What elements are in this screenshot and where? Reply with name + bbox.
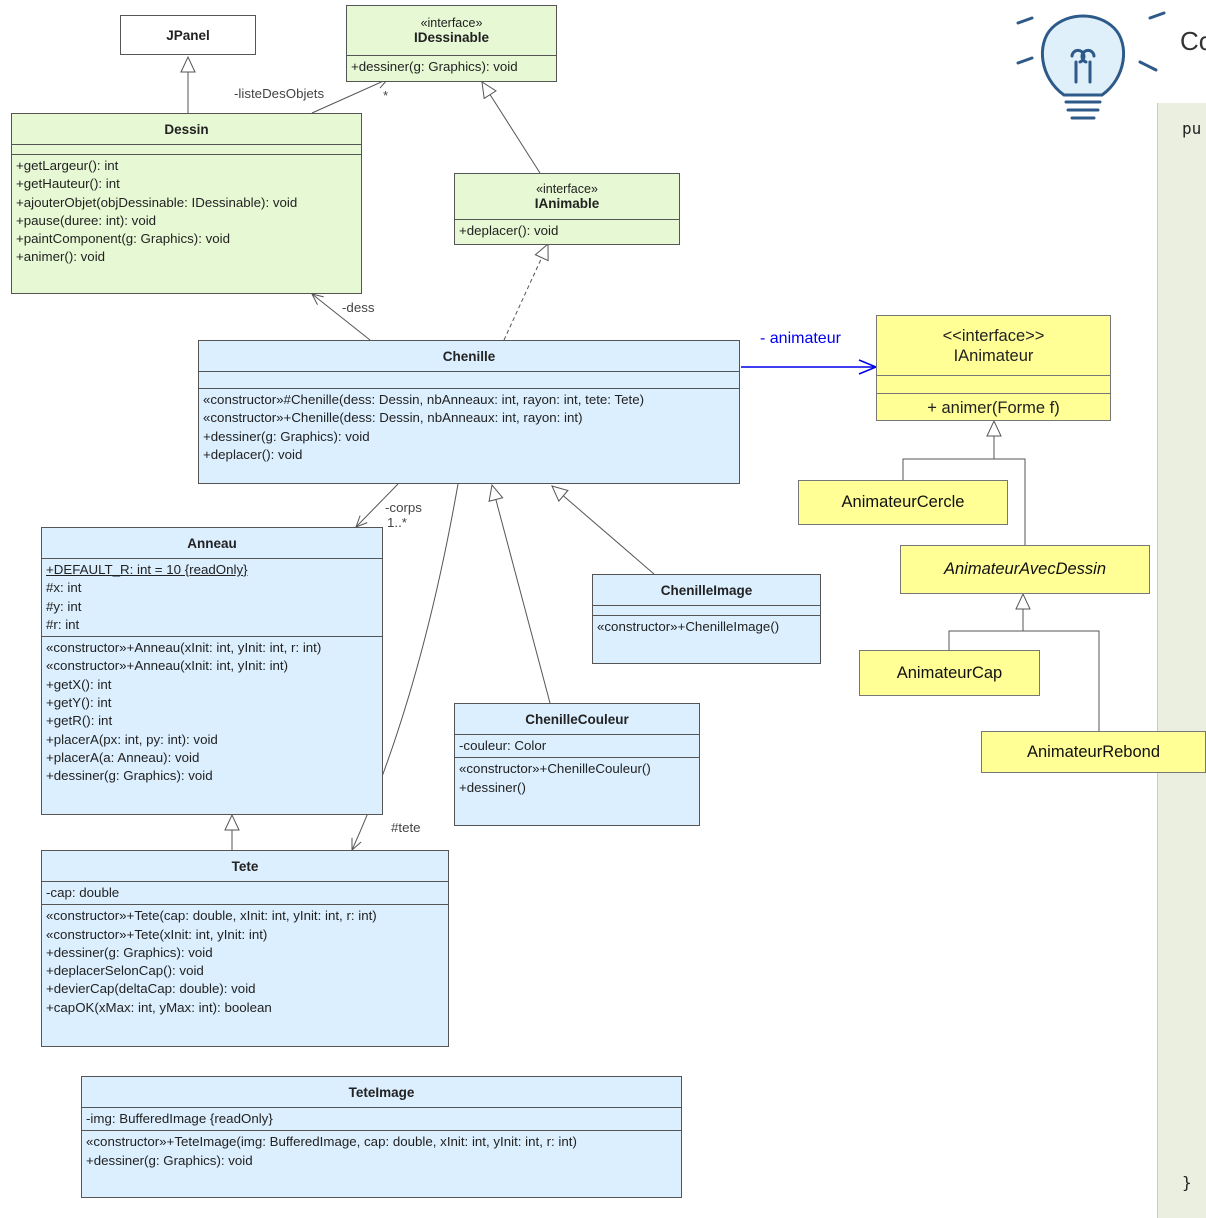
class-ianimateur: <<interface>> IAnimateur + animer(Forme … (876, 315, 1111, 421)
method: +placerA(a: Anneau): void (46, 749, 200, 765)
stereotype-label: <<interface>> (942, 326, 1045, 345)
method: «constructor»+Anneau(xInit: int, yInit: … (46, 640, 322, 656)
chenillecouleur-extends-chenille (488, 483, 551, 704)
class-chenillecouleur: ChenilleCouleur -couleur: Color «constru… (454, 703, 700, 826)
method: +dessiner(g: Graphics): void (351, 59, 518, 74)
method: +getX(): int (46, 676, 112, 692)
class-tete-name: Tete (42, 851, 448, 882)
attribute: -img: BufferedImage {readOnly} (86, 1111, 273, 1126)
animateurcercle-implements (902, 419, 1002, 480)
animateurcap-extends (948, 592, 1031, 650)
code-line-end: } (1182, 1173, 1192, 1192)
label-tete: #tete (391, 820, 421, 835)
class-chenillecouleur-name: ChenilleCouleur (455, 704, 699, 735)
class-chenilleimage: ChenilleImage «constructor»+ChenilleImag… (592, 574, 821, 664)
method: «constructor»+Anneau(xInit: int, yInit: … (46, 658, 289, 674)
method: +dessiner(g: Graphics): void (203, 428, 370, 444)
method: +getR(): int (46, 713, 113, 729)
method: +ajouterObjet(objDessinable: IDessinable… (16, 194, 298, 210)
method: «constructor»+TeteImage(img: BufferedIma… (86, 1134, 577, 1150)
attribute: #x: int (46, 580, 82, 596)
chenille-corps-assoc (355, 483, 399, 528)
method: +paintComponent(g: Graphics): void (16, 231, 230, 247)
method: +dessiner(g: Graphics): void (46, 768, 213, 784)
class-idessinable: «interface» IDessinable +dessiner(g: Gra… (346, 5, 557, 82)
class-teteimage: TeteImage -img: BufferedImage {readOnly}… (81, 1076, 682, 1198)
attribute: -cap: double (46, 885, 120, 900)
class-anneau-name: Anneau (42, 528, 382, 559)
code-line-start: pu (1182, 119, 1202, 138)
class-jpanel: JPanel (120, 15, 256, 55)
tip-title: Co (1180, 26, 1206, 56)
method: «constructor»#Chenille(dess: Dessin, nbA… (203, 392, 645, 407)
label-dess: -dess (342, 300, 375, 315)
chenille-dess-assoc (311, 293, 371, 341)
lightbulb-icon (1016, 11, 1166, 120)
class-dessin-name: Dessin (12, 114, 361, 145)
attribute: -couleur: Color (459, 738, 547, 753)
method: +deplacerSelonCap(): void (46, 963, 204, 979)
animateurrebond-extends (1023, 630, 1100, 731)
dessin-listedesobjets-assoc (311, 78, 390, 114)
chenilleimage-extends-chenille (551, 485, 655, 575)
class-jpanel-name: JPanel (166, 27, 210, 43)
method: «constructor»+Chenille(dess: Dessin, nbA… (203, 410, 583, 426)
class-animateuravecdessin: AnimateurAvecDessin (900, 545, 1150, 594)
class-animateurcercle: AnimateurCercle (798, 480, 1008, 525)
method: +deplacer(): void (203, 446, 303, 462)
method: +devierCap(deltaCap: double): void (46, 981, 256, 997)
animateuravecdessin-implements (994, 458, 1026, 545)
method: +dessiner(g: Graphics): void (46, 944, 213, 960)
class-anneau: Anneau +DEFAULT_R: int = 10 {readOnly} #… (41, 527, 383, 815)
label-listedesobjets: -listeDesObjets (234, 86, 325, 101)
method: +dessiner(g: Graphics): void (86, 1152, 253, 1168)
code-panel: pu } (1157, 103, 1206, 1218)
method: +getLargeur(): int (16, 158, 119, 173)
method: «constructor»+Tete(xInit: int, yInit: in… (46, 926, 268, 942)
method: +deplacer(): void (459, 223, 559, 238)
label-animateur: - animateur (760, 330, 841, 347)
stereotype-label: «interface» (420, 16, 483, 30)
method: + animer(Forme f) (927, 398, 1060, 417)
label-multiplicity-star: * (383, 88, 389, 103)
attribute: +DEFAULT_R: int = 10 {readOnly} (46, 562, 248, 577)
ianimable-extends-idessinable (481, 81, 541, 174)
label-corps-multiplicity: 1..* (387, 515, 407, 530)
method: +placerA(px: int, py: int): void (46, 731, 218, 747)
class-animateurrebond: AnimateurRebond (981, 731, 1206, 773)
method: +capOK(xMax: int, yMax: int): boolean (46, 999, 272, 1015)
method: +animer(): void (16, 249, 106, 265)
class-dessin: Dessin +getLargeur(): int +getHauteur():… (11, 113, 362, 294)
attribute: #y: int (46, 598, 82, 614)
attribute: #r: int (46, 616, 80, 632)
method: +getY(): int (46, 695, 112, 711)
method: «constructor»+ChenilleImage() (597, 619, 780, 634)
class-tete: Tete -cap: double «constructor»+Tete(cap… (41, 850, 449, 1047)
class-teteimage-name: TeteImage (82, 1077, 681, 1108)
class-chenille-name: Chenille (199, 341, 739, 372)
class-ianimateur-name: IAnimateur (953, 346, 1034, 365)
label-corps: -corps (385, 500, 422, 515)
class-animateurcap: AnimateurCap (859, 650, 1040, 696)
method: «constructor»+Tete(cap: double, xInit: i… (46, 908, 377, 924)
method: +pause(duree: int): void (16, 212, 157, 228)
class-ianimable: «interface» IAnimable +deplacer(): void (454, 173, 680, 245)
class-ianimable-name: IAnimable (534, 196, 600, 211)
chenille-realizes-ianimable (503, 242, 549, 341)
class-chenille: Chenille «constructor»#Chenille(dess: De… (198, 340, 740, 484)
stereotype-label: «interface» (536, 182, 598, 196)
method: +getHauteur(): int (16, 176, 120, 192)
method: +dessiner() (459, 779, 526, 795)
class-idessinable-name: IDessinable (413, 30, 490, 45)
method: «constructor»+ChenilleCouleur() (459, 761, 651, 777)
class-chenilleimage-name: ChenilleImage (593, 575, 820, 606)
